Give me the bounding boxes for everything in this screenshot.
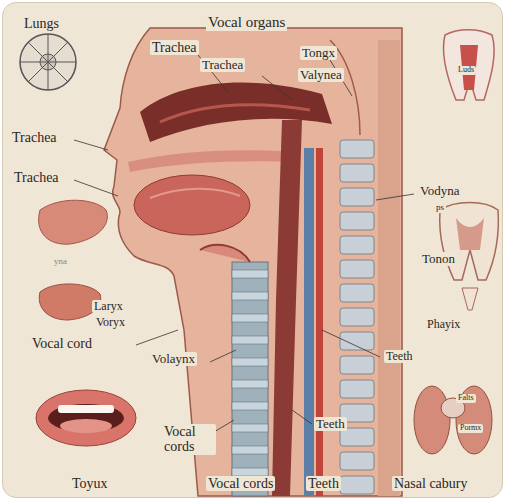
part-label: Laryx <box>92 300 125 313</box>
part-label: Toyux <box>70 476 110 491</box>
part-label: Lungs <box>22 16 61 31</box>
part-label: Falts <box>456 394 476 403</box>
part-label: Voryx <box>94 316 127 329</box>
part-label: Trachea <box>150 40 199 55</box>
part-label: yna <box>52 257 69 267</box>
part-label: Teeth <box>306 476 341 491</box>
part-label: Valynea <box>298 68 344 82</box>
part-label: Teeth <box>314 417 347 431</box>
diagram-title: Vocal organs <box>206 14 287 31</box>
part-label: Vocal cord <box>30 336 94 351</box>
part-label: Tongx <box>300 46 337 60</box>
part-label: Nasal cabury <box>392 476 469 491</box>
part-label: ps <box>434 203 446 213</box>
part-label: Tonon <box>420 252 457 266</box>
part-label: Trachea <box>10 130 59 145</box>
part-label: Teeth <box>384 350 414 363</box>
part-label: Pormx <box>458 424 483 433</box>
part-label: Phayix <box>425 318 462 331</box>
part-label: Trachea <box>12 170 61 185</box>
part-label: Vodyna <box>418 184 461 198</box>
part-label: Luds <box>456 66 476 75</box>
part-label: Vocal cords <box>162 424 216 455</box>
part-label: Volaynx <box>150 352 197 366</box>
part-label: Trachea <box>200 58 245 72</box>
part-label: Vocal cords <box>206 476 275 491</box>
